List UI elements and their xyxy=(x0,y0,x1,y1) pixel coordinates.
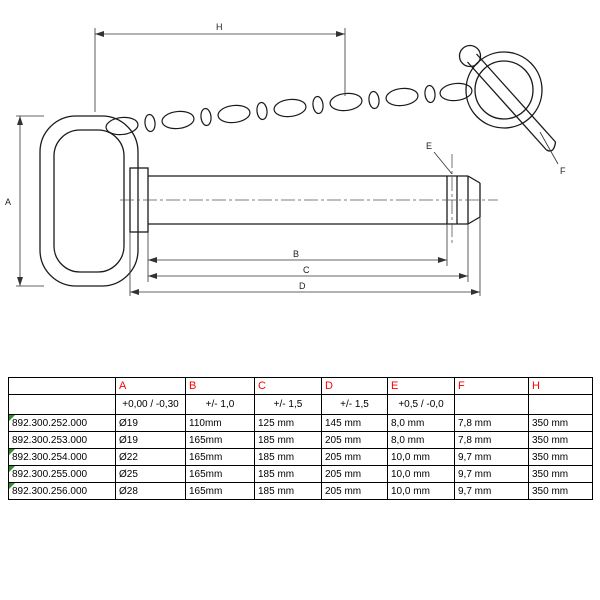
cell-c: 185 mm xyxy=(254,465,322,483)
cell-a: Ø22 xyxy=(115,448,186,466)
chain xyxy=(105,82,473,136)
cell-e: 10,0 mm xyxy=(387,448,455,466)
dim-label-f: F xyxy=(560,166,566,176)
cell-a: Ø28 xyxy=(115,482,186,500)
cell-b: 165mm xyxy=(185,482,255,500)
cell-flag-icon xyxy=(9,483,15,489)
tolerance-cell: +/- 1,5 xyxy=(254,394,322,415)
cell-a: Ø25 xyxy=(115,465,186,483)
part-number: 892.300.254.000 xyxy=(12,451,88,463)
cell-part-number: 892.300.256.000 xyxy=(8,482,116,500)
cell-d: 205 mm xyxy=(321,482,388,500)
tolerance-cell: +0,00 / -0,30 xyxy=(115,394,186,415)
ring-inner xyxy=(474,60,534,120)
cell-e: 10,0 mm xyxy=(387,482,455,500)
tolerance-row: +0,00 / -0,30 +/- 1,0 +/- 1,5 +/- 1,5 +0… xyxy=(8,394,593,415)
cell-e: 8,0 mm xyxy=(387,431,455,449)
ring-outer xyxy=(465,51,543,129)
tolerance-cell: +/- 1,0 xyxy=(185,394,255,415)
table-row: 892.300.252.000 Ø19 110mm 125 mm 145 mm … xyxy=(8,414,593,432)
cell-f: 9,7 mm xyxy=(454,465,529,483)
dimension-table: A B C D E F H +0,00 / -0,30 +/- 1,0 +/- … xyxy=(8,377,593,500)
ring-assembly xyxy=(458,44,557,152)
column-header-e: E xyxy=(387,377,455,395)
cell-a: Ø19 xyxy=(115,431,186,449)
part-number: 892.300.255.000 xyxy=(12,468,88,480)
cell-part-number: 892.300.253.000 xyxy=(8,431,116,449)
cell-h: 350 mm xyxy=(528,414,593,432)
cell-d: 205 mm xyxy=(321,431,388,449)
dim-label-a: A xyxy=(5,197,11,207)
linch-pin-tip xyxy=(546,141,557,152)
dim-label-h: H xyxy=(216,22,223,32)
cell-part-number: 892.300.254.000 xyxy=(8,448,116,466)
column-header-row: A B C D E F H xyxy=(8,377,593,395)
cell-f: 7,8 mm xyxy=(454,431,529,449)
cell-h: 350 mm xyxy=(528,431,593,449)
tolerance-cell xyxy=(8,394,116,415)
cell-f: 7,8 mm xyxy=(454,414,529,432)
table-row: 892.300.256.000 Ø28 165mm 185 mm 205 mm … xyxy=(8,482,593,500)
cell-e: 10,0 mm xyxy=(387,465,455,483)
pin-geometry xyxy=(39,115,481,287)
cell-c: 185 mm xyxy=(254,482,322,500)
dimension-lines xyxy=(16,28,559,296)
table-row: 892.300.253.000 Ø19 165mm 185 mm 205 mm … xyxy=(8,431,593,449)
dim-label-c: C xyxy=(303,265,310,275)
dim-label-d: D xyxy=(299,281,306,291)
cell-b: 165mm xyxy=(185,431,255,449)
dim-label-b: B xyxy=(293,249,299,259)
cell-h: 350 mm xyxy=(528,465,593,483)
dim-label-e: E xyxy=(426,141,432,151)
dimension-arrows xyxy=(17,31,480,295)
column-header-part xyxy=(8,377,116,395)
part-number: 892.300.252.000 xyxy=(12,417,88,429)
tolerance-cell xyxy=(528,394,593,415)
cell-h: 350 mm xyxy=(528,448,593,466)
cell-d: 205 mm xyxy=(321,448,388,466)
cell-f: 9,7 mm xyxy=(454,448,529,466)
cell-c: 185 mm xyxy=(254,448,322,466)
column-header-c: C xyxy=(254,377,322,395)
cell-d: 145 mm xyxy=(321,414,388,432)
column-header-a: A xyxy=(115,377,186,395)
cell-f: 9,7 mm xyxy=(454,482,529,500)
column-header-b: B xyxy=(185,377,255,395)
cell-h: 350 mm xyxy=(528,482,593,500)
cell-b: 165mm xyxy=(185,448,255,466)
table-row: 892.300.255.000 Ø25 165mm 185 mm 205 mm … xyxy=(8,465,593,483)
cell-part-number: 892.300.252.000 xyxy=(8,414,116,432)
cell-part-number: 892.300.255.000 xyxy=(8,465,116,483)
cell-flag-icon xyxy=(9,449,15,455)
cell-c: 185 mm xyxy=(254,431,322,449)
centerlines xyxy=(120,154,498,246)
column-header-h: H xyxy=(528,377,593,395)
tolerance-cell: +0,5 / -0,0 xyxy=(387,394,455,415)
linch-pin xyxy=(476,53,556,143)
linch-pin-head xyxy=(458,44,482,68)
cell-b: 165mm xyxy=(185,465,255,483)
part-number: 892.300.256.000 xyxy=(12,485,88,497)
cell-c: 125 mm xyxy=(254,414,322,432)
part-number: 892.300.253.000 xyxy=(12,434,88,446)
linch-pin xyxy=(467,61,547,151)
cell-d: 205 mm xyxy=(321,465,388,483)
table-row: 892.300.254.000 Ø22 165mm 185 mm 205 mm … xyxy=(8,448,593,466)
cell-flag-icon xyxy=(9,415,15,421)
cell-a: Ø19 xyxy=(115,414,186,432)
cell-e: 8,0 mm xyxy=(387,414,455,432)
column-header-d: D xyxy=(321,377,388,395)
technical-drawing: H A B C D E F xyxy=(5,22,566,296)
cell-flag-icon xyxy=(9,466,15,472)
handle-inner xyxy=(53,129,125,273)
drawing-canvas: H A B C D E F xyxy=(5,22,566,296)
cell-b: 110mm xyxy=(185,414,255,432)
dimension-labels: H A B C D E F xyxy=(5,22,566,291)
tolerance-cell: +/- 1,5 xyxy=(321,394,388,415)
column-header-f: F xyxy=(454,377,529,395)
tolerance-cell xyxy=(454,394,529,415)
handle-outer xyxy=(39,115,139,287)
